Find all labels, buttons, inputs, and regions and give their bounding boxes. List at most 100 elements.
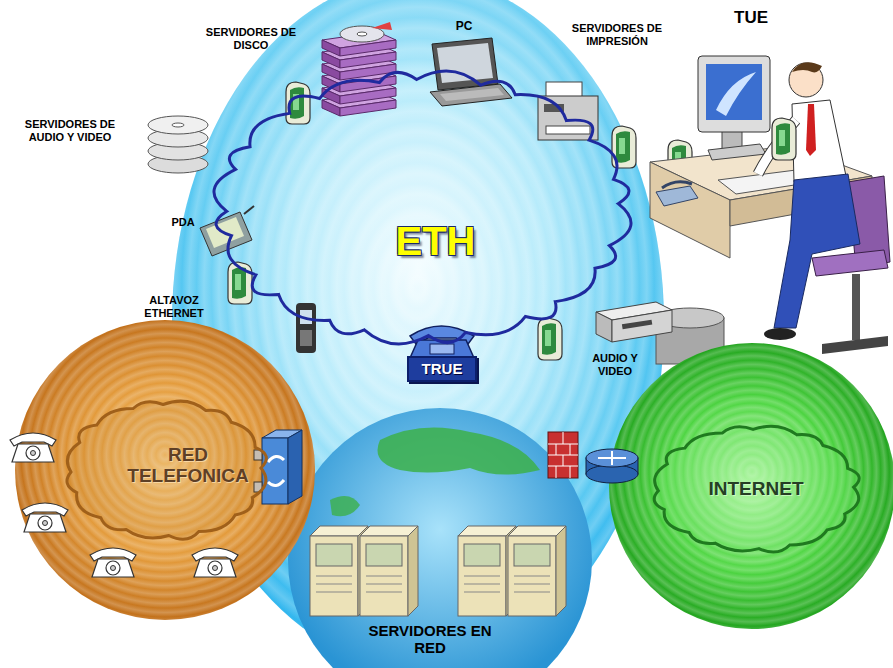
- user-workstation: [822, 336, 888, 354]
- server-globe: [378, 428, 541, 475]
- device-label: ALTAVOZ ETHERNET: [135, 294, 213, 319]
- firewall: [563, 432, 564, 444]
- audio-video-box: [596, 312, 612, 342]
- server-globe: [288, 408, 592, 668]
- user-workstation: [708, 144, 766, 160]
- internet-region: [609, 343, 893, 629]
- user-workstation: [764, 328, 796, 340]
- ethernet-cloud: ETH: [200, 55, 645, 360]
- device-label: AUDIO Y VIDEO: [583, 352, 647, 377]
- network-name: ETH: [396, 219, 476, 263]
- laptop-pc: [437, 43, 493, 83]
- mobile-phone: [300, 330, 312, 346]
- router: [586, 449, 638, 467]
- network-servers: [310, 526, 418, 616]
- servers-label: SERVIDORES EN RED: [366, 622, 494, 657]
- laptop-pc: [440, 88, 504, 101]
- telephone-region: [15, 320, 315, 620]
- printer: [538, 96, 598, 140]
- user-workstation: [706, 64, 762, 120]
- telephone-sets: [90, 548, 136, 577]
- telephone-gateway: [262, 438, 288, 504]
- firewall: [570, 444, 571, 455]
- audio-video-box: [622, 320, 652, 330]
- telephone-sets: [10, 433, 56, 462]
- label-box: SERVIDORES DE AUDIO Y VIDEO: [8, 118, 132, 143]
- phone-name: TRUE: [422, 361, 463, 378]
- user-workstation: [792, 62, 822, 72]
- internet-cloud: INTERNET: [645, 418, 867, 560]
- phone-tag: TRUE: [407, 356, 477, 382]
- cloud-outline: [200, 55, 645, 360]
- telephone-gateway: [288, 430, 302, 504]
- network-servers: [458, 526, 566, 616]
- network-name: RED TELEFONICA: [123, 445, 253, 487]
- telephone-cloud: RED TELEFONICA: [58, 392, 274, 548]
- router: [586, 465, 638, 483]
- network-name: INTERNET: [709, 479, 804, 500]
- network-servers: [310, 526, 566, 616]
- user-workstation: [812, 250, 888, 276]
- cloud-outline-path: [654, 426, 859, 552]
- cloud-outline-path: [67, 401, 266, 539]
- audio-video-box: [596, 302, 672, 342]
- server-globe: [330, 496, 360, 516]
- firewall: [570, 466, 571, 478]
- user-workstation: [792, 100, 846, 182]
- firewall: [548, 432, 578, 478]
- ethernet-speakers: [538, 318, 562, 360]
- printer: [546, 126, 590, 134]
- firewall: [556, 444, 557, 455]
- user-workstation: [698, 56, 770, 132]
- terminal-label: TUE: [726, 8, 776, 28]
- user-workstation: [789, 63, 823, 97]
- telephone-gateway: [268, 480, 284, 486]
- server-globe: [288, 408, 592, 668]
- audio-video-discs: [172, 123, 184, 127]
- device-label: SERVIDORES DE DISCO: [205, 26, 297, 51]
- disk-servers: [322, 32, 396, 56]
- user-workstation: [852, 274, 860, 340]
- router: [598, 451, 626, 465]
- label-box: TUE: [726, 8, 776, 28]
- audio-video-discs: [148, 116, 208, 134]
- internet-region: [609, 343, 893, 629]
- telephone-sets: [22, 503, 68, 532]
- device-label: PDA: [166, 216, 200, 229]
- user-workstation: [806, 104, 816, 156]
- disk-servers: [372, 22, 392, 30]
- label-box: PC: [444, 20, 484, 34]
- device-label: PC: [444, 20, 484, 34]
- mobile-phone: [296, 303, 316, 353]
- label-box: PDA: [166, 216, 200, 229]
- telephone-region: [15, 320, 315, 620]
- true-phone: [430, 344, 454, 354]
- user-workstation: [650, 162, 730, 258]
- mobile-phone: [296, 303, 316, 353]
- internet-region: [609, 343, 893, 629]
- router: [586, 449, 638, 483]
- label-box: AUDIO Y VIDEO: [583, 352, 647, 377]
- user-workstation: [774, 174, 860, 328]
- label-box: SERVIDORES EN RED: [366, 622, 494, 657]
- device-label: SERVIDORES DE IMPRESIÓN: [556, 22, 678, 47]
- telephone-sets: [192, 548, 238, 577]
- cloud-outline-path: [214, 71, 631, 344]
- audio-video-discs: [148, 116, 208, 173]
- disk-servers: [357, 32, 367, 36]
- label-box: SERVIDORES DE DISCO: [205, 26, 297, 51]
- label-box: SERVIDORES DE IMPRESIÓN: [556, 22, 678, 47]
- firewall: [548, 432, 578, 478]
- pda: [244, 206, 254, 214]
- user-workstation: [662, 182, 692, 188]
- printer: [538, 82, 598, 140]
- telephone-gateway: [268, 456, 284, 462]
- firewall: [563, 455, 564, 466]
- ethernet-speakers: [228, 82, 692, 360]
- telephone-region: [15, 320, 315, 620]
- label-box: ALTAVOZ ETHERNET: [135, 294, 213, 319]
- disk-servers: [322, 22, 396, 116]
- device-label: SERVIDORES DE AUDIO Y VIDEO: [8, 118, 132, 143]
